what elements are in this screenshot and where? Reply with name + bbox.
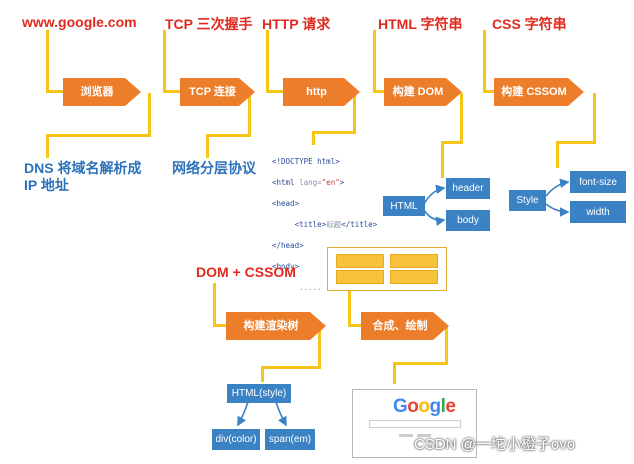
- connector: [206, 134, 209, 158]
- render-tree-span: span(em): [265, 429, 315, 450]
- google-logo-letter: o: [418, 396, 430, 417]
- connector: [318, 327, 321, 368]
- connector: [483, 30, 486, 93]
- connector: [213, 283, 216, 327]
- google-logo-letter: e: [445, 396, 456, 417]
- connector: [348, 290, 351, 327]
- connector: [46, 90, 66, 93]
- code-ellipsis: .....: [299, 282, 322, 292]
- connector: [483, 90, 497, 93]
- title-http: HTTP 请求: [262, 16, 331, 32]
- connector: [163, 30, 166, 93]
- connector: [206, 134, 251, 137]
- title-dom-cssom: DOM + CSSOM: [196, 264, 296, 280]
- cssom-tree-font-size: font-size: [570, 171, 626, 193]
- code-html-open: <html: [272, 177, 295, 187]
- layout-block: [336, 254, 384, 268]
- google-logo-letter: G: [393, 396, 408, 417]
- note-dns: DNS 将域名解析成 IP 地址: [24, 160, 142, 193]
- connector: [266, 30, 269, 93]
- connector: [556, 141, 559, 168]
- connector: [163, 90, 183, 93]
- google-button-placeholder: [399, 434, 413, 437]
- connector: [261, 366, 321, 369]
- connector: [353, 93, 356, 133]
- connector: [261, 366, 264, 382]
- title-google: www.google.com: [22, 14, 137, 30]
- layout-block: [336, 270, 384, 284]
- connector: [46, 134, 49, 158]
- cssom-tree-width: width: [570, 201, 626, 223]
- connector: [312, 131, 356, 134]
- code-head-close: </head>: [272, 240, 304, 250]
- step-arrow-render: 构建渲染树: [226, 312, 326, 340]
- step-arrow-dom: 构建 DOM: [384, 78, 462, 106]
- layout-block: [390, 270, 438, 284]
- code-title-close: </title>: [341, 219, 378, 229]
- code-attr: lang=: [299, 177, 322, 187]
- layout-blocks-image: [327, 247, 447, 291]
- layout-block: [390, 254, 438, 268]
- step-arrow-tcp: TCP 连接: [180, 78, 255, 106]
- connector: [445, 327, 448, 364]
- dom-tree-body: body: [446, 210, 490, 231]
- step-arrow-http: http: [283, 78, 360, 106]
- code-title-text: 标题: [326, 219, 342, 229]
- connector: [373, 90, 387, 93]
- code-doctype: <!DOCTYPE html>: [272, 156, 340, 166]
- code-head: <head>: [272, 198, 300, 208]
- connector: [373, 30, 376, 93]
- google-logo-letter: l: [440, 396, 446, 417]
- code-body: <body>: [272, 261, 300, 271]
- render-tree-div: div(color): [212, 429, 260, 450]
- code-attr-value: "en": [321, 177, 340, 187]
- google-search-box: [369, 420, 461, 428]
- connector: [148, 93, 151, 136]
- title-css: CSS 字符串: [492, 16, 567, 32]
- step-arrow-paint: 合成、绘制: [361, 312, 449, 340]
- step-arrow-cssom: 构建 CSSOM: [494, 78, 584, 106]
- connector: [393, 362, 396, 384]
- watermark: CSDN @一坨小橙子ovo: [414, 436, 576, 453]
- connector: [460, 93, 463, 143]
- step-arrow-browser: 浏览器: [63, 78, 141, 106]
- code-html-close: >: [339, 177, 345, 187]
- connector: [593, 93, 596, 143]
- connector: [441, 141, 444, 178]
- render-tree-root: HTML(style): [227, 384, 291, 403]
- note-network: 网络分层协议: [172, 160, 256, 176]
- google-logo-letter: o: [407, 396, 419, 417]
- code-title-open: <title>: [294, 219, 327, 229]
- dom-tree-root: HTML: [383, 196, 425, 216]
- google-logo: Google: [393, 396, 456, 418]
- connector: [441, 141, 463, 144]
- google-page-mockup: Google: [352, 389, 477, 458]
- title-tcp: TCP 三次握手: [165, 16, 253, 32]
- connector: [348, 324, 364, 327]
- dom-tree-header: header: [446, 178, 490, 199]
- connector: [248, 93, 251, 136]
- google-logo-letter: g: [429, 396, 442, 417]
- html-code-snippet: <!DOCTYPE html> <html lang="en"> <head> …: [272, 146, 377, 304]
- connector: [213, 324, 229, 327]
- connector: [46, 134, 151, 137]
- cssom-tree-root: Style: [509, 190, 546, 211]
- title-html: HTML 字符串: [378, 16, 463, 32]
- connector: [393, 362, 448, 365]
- connector: [556, 141, 596, 144]
- connector: [312, 131, 315, 145]
- connector: [46, 30, 49, 93]
- google-button-placeholder: [417, 434, 431, 437]
- connector: [266, 90, 286, 93]
